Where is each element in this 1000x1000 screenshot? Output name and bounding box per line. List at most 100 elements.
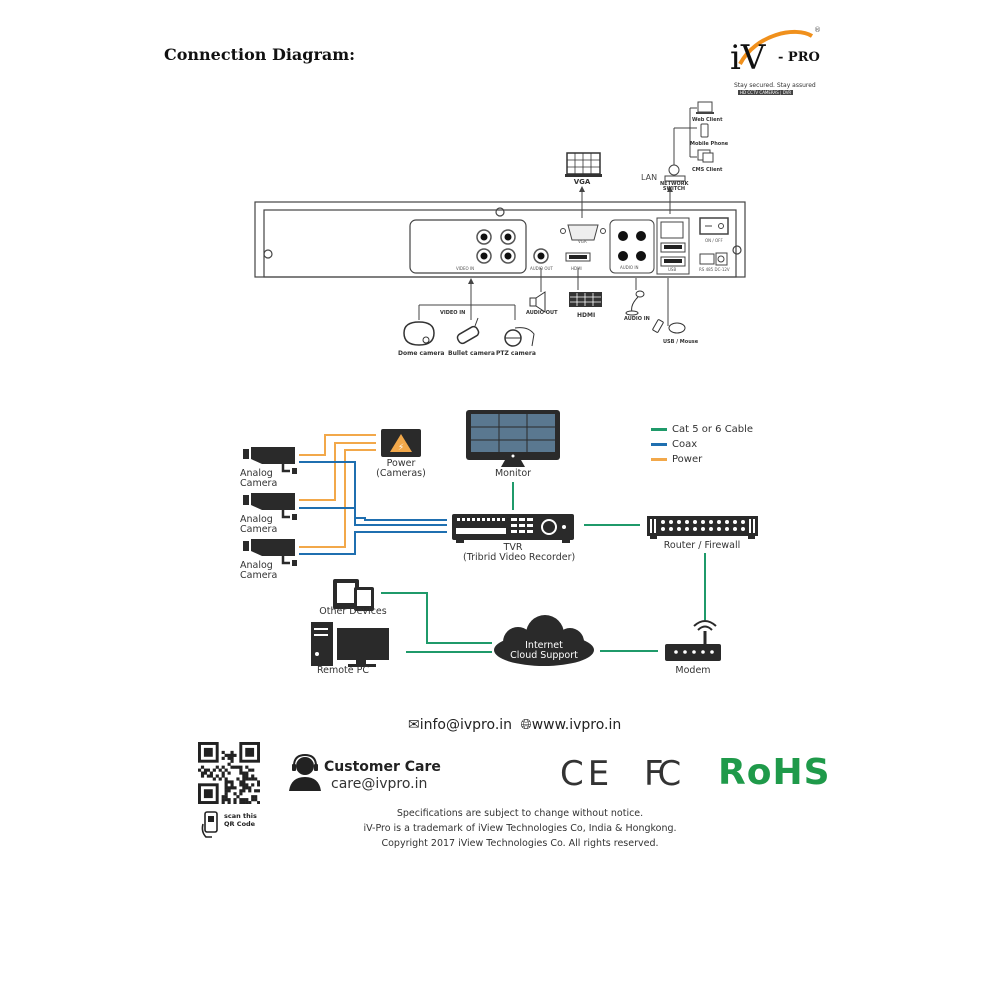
qr-module bbox=[221, 774, 225, 778]
cms-client-label: CMS Client bbox=[692, 167, 723, 173]
qr-module bbox=[224, 777, 228, 781]
qr-module bbox=[230, 750, 234, 755]
qr-module bbox=[245, 786, 249, 790]
router-port-dot bbox=[669, 520, 673, 524]
router-port-dot bbox=[733, 520, 737, 524]
bullet-camera-label: Bullet camera bbox=[448, 350, 495, 357]
qr-module bbox=[245, 798, 249, 802]
qr-module bbox=[230, 756, 234, 760]
port-label-audio-in: AUDIO IN bbox=[620, 265, 639, 270]
power-switch bbox=[699, 217, 729, 235]
qr-module bbox=[221, 801, 225, 804]
qr-module bbox=[251, 768, 255, 772]
disclaimer-line-1: Specifications are subject to change wit… bbox=[396, 808, 644, 819]
router-port-dot bbox=[733, 527, 737, 531]
cloud-icon bbox=[494, 615, 594, 666]
ptz-camera-label: PTZ camera bbox=[496, 350, 536, 357]
qr-module bbox=[251, 795, 255, 799]
qr-module bbox=[200, 774, 205, 778]
router-port-dot bbox=[677, 520, 681, 524]
qr-module bbox=[224, 786, 228, 790]
qr-module bbox=[221, 750, 225, 755]
qr-module bbox=[245, 783, 249, 787]
router-port-dot bbox=[701, 527, 705, 531]
qr-module bbox=[230, 759, 234, 763]
power-cables bbox=[299, 434, 376, 548]
qr-module bbox=[248, 801, 252, 804]
qr-module bbox=[242, 774, 246, 778]
qr-module bbox=[227, 780, 231, 784]
qr-module bbox=[203, 768, 208, 772]
qr-module bbox=[239, 789, 243, 793]
qr-module bbox=[245, 774, 249, 778]
qr-module bbox=[230, 765, 234, 769]
other-devices-icon bbox=[333, 579, 374, 611]
legend-swatch-power bbox=[651, 458, 667, 461]
qr-module bbox=[218, 768, 222, 772]
router-port-dot bbox=[741, 527, 745, 531]
network-switch-label: NETWORK SWITCH bbox=[660, 181, 689, 192]
router-port-dot bbox=[661, 520, 665, 524]
logo-pro: - PRO bbox=[778, 50, 820, 65]
mail-icon: ✉ bbox=[408, 717, 420, 733]
analog-cameras bbox=[243, 447, 297, 566]
lan-label: LAN bbox=[641, 173, 658, 182]
scan-phone-icon bbox=[201, 811, 218, 838]
vga-port bbox=[560, 224, 606, 241]
tvr-icon bbox=[452, 514, 574, 543]
screw-top-icon bbox=[495, 207, 505, 217]
router-port-dot bbox=[661, 527, 665, 531]
qr-module bbox=[227, 801, 231, 804]
qr-module bbox=[206, 774, 211, 778]
vga-label: VGA bbox=[573, 178, 591, 186]
disclaimer-line-2: iV-Pro is a trademark of iView Technolog… bbox=[363, 823, 677, 834]
qr-module bbox=[233, 786, 237, 790]
audio-out-label: AUDIO OUT bbox=[526, 310, 558, 316]
qr-module bbox=[233, 792, 237, 796]
analog-camera-icon bbox=[243, 539, 297, 566]
qr-module bbox=[245, 771, 249, 775]
port-label-vga: VGA bbox=[578, 239, 587, 244]
video-in-label: VIDEO IN bbox=[440, 310, 466, 316]
qr-module bbox=[242, 789, 246, 793]
qr-module bbox=[230, 780, 234, 784]
power-supply-icon: ⚡ bbox=[381, 429, 421, 457]
website-link[interactable]: www.ivpro.in bbox=[531, 717, 622, 733]
cat-cables bbox=[381, 482, 706, 653]
port-label-power: RS 485 DC-12V bbox=[699, 267, 730, 272]
vga-monitor-icon bbox=[565, 152, 602, 177]
qr-code[interactable] bbox=[198, 742, 260, 804]
qr-module bbox=[224, 795, 228, 799]
qr-module bbox=[227, 798, 231, 802]
qr-module bbox=[233, 801, 237, 804]
qr-module bbox=[200, 765, 205, 769]
router-port-dot bbox=[725, 527, 729, 531]
router-port-dot bbox=[717, 520, 721, 524]
globe-icon: 🌐︎ bbox=[520, 717, 532, 733]
tvr-label: TVR(Tribrid Video Recorder) bbox=[463, 542, 576, 563]
qr-module bbox=[215, 774, 219, 778]
qr-module bbox=[221, 798, 225, 802]
monitor-label: Monitor bbox=[494, 468, 532, 479]
mobile-phone-icon bbox=[700, 123, 709, 138]
qr-module bbox=[227, 789, 231, 793]
customer-care-email[interactable]: care@ivpro.in bbox=[331, 776, 428, 792]
logo-subline: HD CCTV CAMERAS | DVR bbox=[738, 90, 794, 95]
legend-swatch-cat bbox=[651, 428, 667, 431]
router-port-dot bbox=[701, 520, 705, 524]
qr-module bbox=[236, 765, 240, 769]
qr-module bbox=[227, 753, 231, 757]
qr-module bbox=[224, 753, 228, 757]
qr-module bbox=[200, 771, 205, 775]
qr-module bbox=[198, 768, 202, 772]
qr-finder bbox=[245, 747, 255, 757]
qr-module bbox=[239, 765, 243, 769]
usb-mouse-label: USB / Mouse bbox=[663, 339, 699, 345]
email-link[interactable]: info@ivpro.in bbox=[419, 717, 513, 733]
mobile-phone-label: Mobile Phone bbox=[690, 141, 729, 147]
router-firewall-label: Router / Firewall bbox=[663, 540, 741, 551]
port-label-usb: USB bbox=[668, 267, 677, 272]
qr-module bbox=[242, 798, 246, 802]
lan-usb-ports bbox=[656, 217, 690, 275]
